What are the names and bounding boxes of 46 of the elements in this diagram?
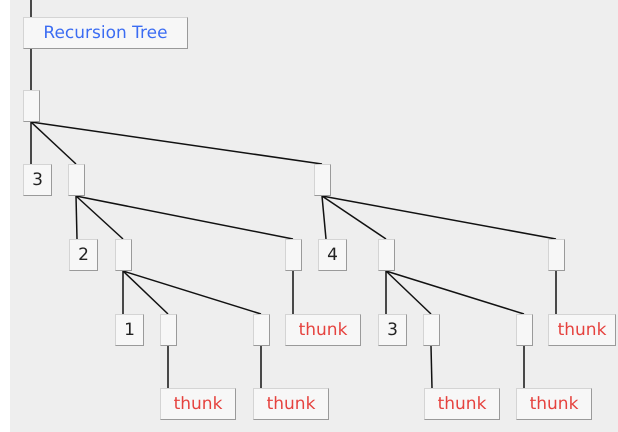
empty-node-box: [378, 239, 395, 271]
value-box: thunk: [285, 314, 361, 346]
tree-line: [30, 49, 32, 90]
value-box: thunk: [548, 314, 616, 346]
empty-node-box: [423, 314, 440, 346]
tree-line: [76, 195, 294, 240]
empty-node-box: [548, 239, 565, 271]
title-box: Recursion Tree: [23, 17, 188, 49]
empty-node-box: [516, 314, 533, 346]
tree-line: [260, 346, 262, 388]
tree-line: [430, 346, 433, 388]
empty-node-box: [68, 164, 85, 196]
value-box: 4: [318, 239, 347, 271]
empty-node-box: [23, 90, 40, 122]
value-box: thunk: [160, 388, 236, 420]
tree-line: [30, 0, 32, 17]
value-box: 3: [378, 314, 407, 346]
tree-line: [385, 271, 387, 314]
tree-line: [122, 271, 124, 314]
empty-node-box: [160, 314, 177, 346]
empty-node-box: [115, 239, 132, 271]
tree-line: [322, 195, 386, 240]
tree-line: [75, 196, 78, 240]
empty-node-box: [253, 314, 270, 346]
tree-line: [30, 121, 77, 165]
tree-line: [322, 195, 556, 240]
value-box: 2: [69, 239, 98, 271]
tree-line: [122, 270, 262, 315]
value-box: thunk: [516, 388, 592, 420]
tree-line: [523, 346, 525, 388]
empty-node-box: [285, 239, 302, 271]
tree-line: [76, 195, 124, 240]
value-box: thunk: [424, 388, 500, 420]
tree-line: [167, 346, 169, 388]
tree-line: [321, 196, 327, 240]
tree-line: [292, 271, 294, 314]
empty-node-box: [314, 164, 331, 196]
tree-line: [555, 271, 557, 314]
tree-line: [386, 270, 524, 315]
tree-line: [122, 270, 169, 315]
value-box: 1: [115, 314, 144, 346]
tree-line: [30, 121, 322, 165]
tree-line: [30, 122, 32, 164]
value-box: 3: [23, 164, 52, 196]
tree-line: [385, 270, 432, 315]
value-box: thunk: [253, 388, 329, 420]
